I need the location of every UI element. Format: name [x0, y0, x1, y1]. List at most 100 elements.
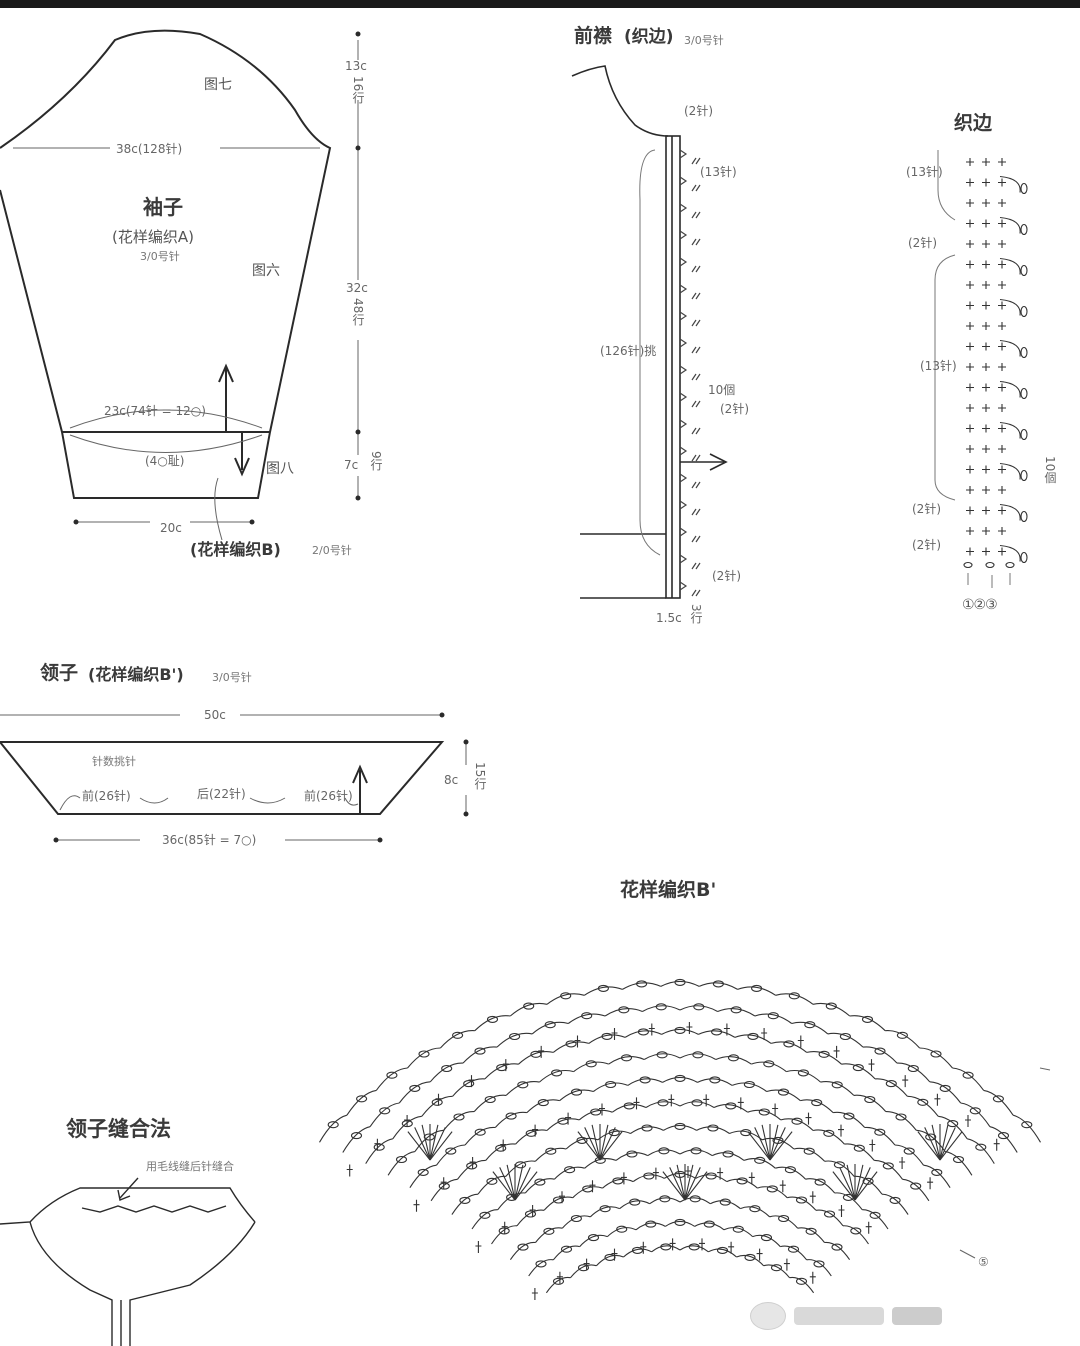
chart-chain-loop: [618, 1006, 630, 1014]
edge-row-numbers: ①②③: [962, 597, 998, 613]
chart-chain-loop: [744, 1253, 756, 1261]
single-crochet-symbol: [966, 178, 974, 187]
chart-chain-loop: [882, 1162, 894, 1170]
chart-arc: [708, 1248, 737, 1258]
chart-chain-loop: [641, 1124, 653, 1132]
chart-chain-loop: [637, 1028, 649, 1036]
chart-arc: [715, 1055, 752, 1065]
chart-double-crochet: [869, 1139, 876, 1152]
single-crochet-symbol: [982, 199, 990, 207]
collar-front-left: 前(26针): [82, 789, 131, 803]
single-crochet-symbol: [982, 547, 990, 556]
chain-stitch-symbol: [1020, 223, 1028, 236]
chart-arc: [588, 1034, 626, 1044]
chart-chain-loop: [907, 1064, 919, 1073]
chart-double-crochet: [838, 1124, 844, 1137]
chart-chain-loop: [864, 1095, 876, 1104]
chart-double-crochet: [565, 1112, 572, 1125]
chart-chain-loop: [803, 1147, 815, 1155]
chart-chain-loop: [466, 1162, 478, 1170]
chart-chain-loop: [660, 1243, 672, 1251]
chart-arc: [679, 1149, 713, 1157]
placket-stitch-mark: [679, 446, 688, 456]
chart-chain-loop: [763, 1060, 775, 1068]
chart-arc: [630, 1126, 664, 1134]
chart-double-crochet: [640, 1241, 647, 1254]
chart-b-title: 花样编织B': [620, 879, 717, 901]
single-crochet-symbol: [966, 547, 974, 556]
chart-chain-loop: [751, 984, 763, 992]
chart-chain-loop: [783, 1040, 795, 1048]
single-crochet-symbol: [998, 199, 1006, 207]
chart-chain-loop: [997, 1132, 1010, 1140]
chart-double-crochet: [583, 1258, 590, 1271]
chart-arc: [820, 1081, 855, 1096]
chart-chain-loop: [395, 1155, 408, 1164]
single-crochet-symbol: [982, 424, 990, 433]
chart-double-crochet: [435, 1093, 442, 1106]
chart-arc: [896, 1062, 931, 1083]
chart-fan-stitch: [506, 1164, 516, 1201]
chart-chain-loop: [823, 1210, 836, 1218]
chart-chain-loop: [749, 1205, 761, 1213]
chart-double-crochet: [809, 1271, 816, 1284]
chart-chain-loop: [565, 1040, 577, 1048]
chart-double-crochet: [899, 1157, 906, 1169]
chart-chain-loop: [599, 1205, 611, 1213]
collar-outline: [0, 741, 445, 815]
single-crochet-symbol: [966, 342, 974, 351]
chain-loop-symbol: [999, 544, 1021, 562]
placket-needle: 3/0号针: [684, 34, 724, 47]
chart-chain-loop: [917, 1098, 929, 1106]
chart-double-crochet: [965, 1115, 971, 1127]
chart-double-crochet: [809, 1191, 816, 1204]
chart-arc: [797, 1227, 825, 1243]
chart-arc: [907, 1095, 939, 1117]
chart-double-crochet: [574, 1035, 581, 1048]
chain-stitch-symbol: [963, 561, 973, 569]
chart-double-crochet: [723, 1023, 730, 1036]
chart-chain-loop: [373, 1143, 385, 1151]
chart-fan-stitch: [421, 1124, 431, 1161]
chart-double-crochet: [531, 1288, 538, 1300]
chart-double-crochet: [529, 1205, 536, 1217]
chain-loop-symbol: [999, 175, 1021, 193]
sleeve-width-top: 38c(128针): [116, 142, 183, 156]
chart-arc: [862, 1209, 889, 1230]
chart-chain-loop: [474, 1047, 486, 1055]
single-crochet-symbol: [998, 404, 1006, 412]
chart-chain-loop: [620, 1054, 633, 1062]
chart-chain-loop: [601, 1032, 613, 1040]
chart-arc: [496, 1032, 533, 1048]
chart-chain-loop: [716, 1246, 729, 1254]
sleeve-h2: 32c: [346, 281, 368, 295]
single-crochet-symbol: [982, 383, 990, 392]
chart-arc: [516, 1209, 545, 1227]
chart-arc: [369, 1102, 400, 1128]
chart-double-crochet: [440, 1177, 447, 1190]
chart-fan-stitch: [832, 1171, 856, 1201]
sleeve-fig6-label: 图六: [252, 263, 280, 279]
chart-chain-loop: [693, 1003, 705, 1011]
chart-arc: [619, 1200, 650, 1210]
chart-chain-loop: [931, 1168, 943, 1176]
chart-chain-loop: [543, 1227, 555, 1235]
chart-arc: [515, 1129, 548, 1145]
chart-fan-stitch: [684, 1167, 701, 1201]
placket-row-tick: [691, 454, 701, 462]
chart-chain-loop: [474, 1128, 486, 1136]
chart-arc: [509, 1241, 536, 1261]
chart-chain-loop: [947, 1120, 959, 1128]
single-crochet-symbol: [966, 281, 974, 289]
chart-arc: [824, 1160, 855, 1177]
chart-arc: [535, 1147, 567, 1162]
chart-arc: [945, 1151, 973, 1176]
placket-row-tick: [691, 400, 701, 408]
chart-fan-stitch: [499, 1167, 516, 1201]
single-crochet-symbol: [966, 199, 974, 207]
watermark-blur-2: [892, 1307, 942, 1325]
chart-arc: [584, 986, 623, 996]
chart-arc: [736, 1254, 764, 1267]
single-crochet-symbol: [998, 178, 1006, 187]
chart-chain-loop: [560, 1245, 573, 1253]
